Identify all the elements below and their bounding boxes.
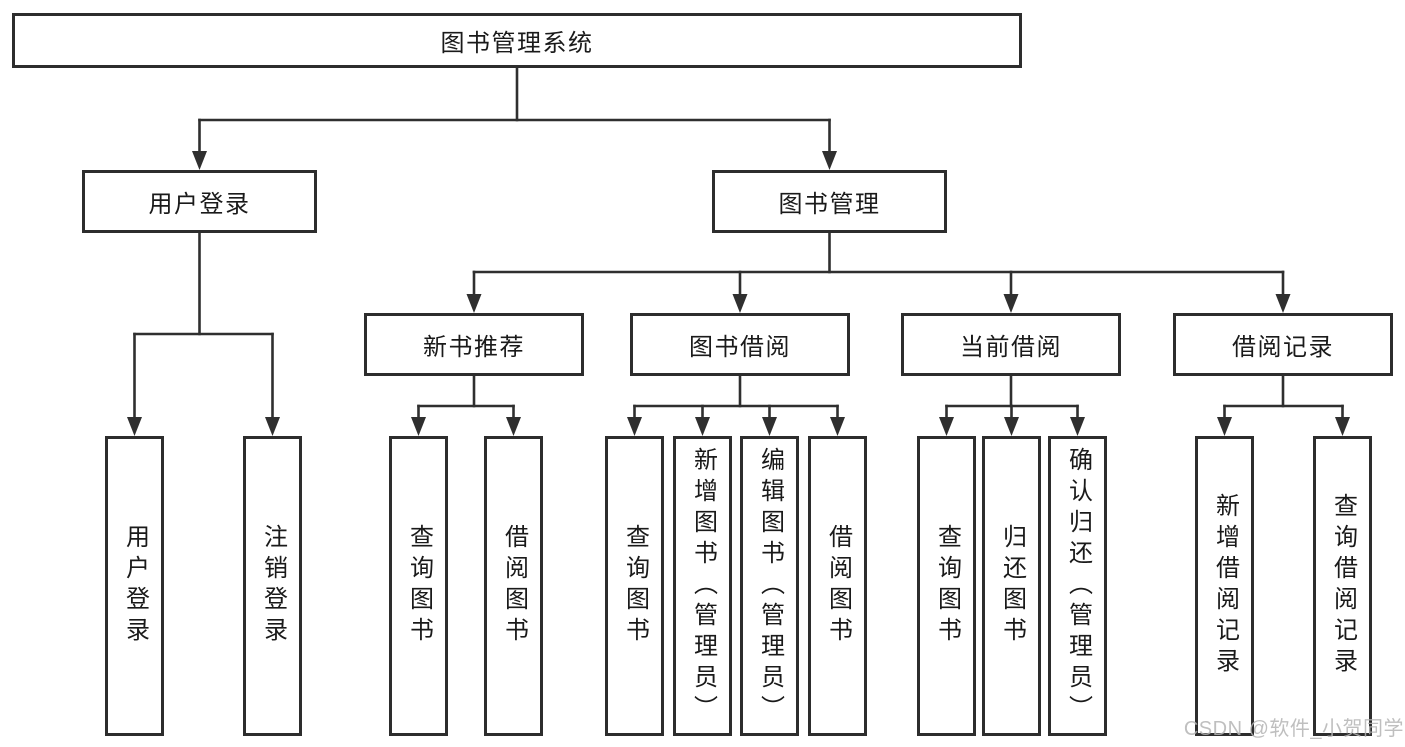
leaf-user-login: 用户登录 xyxy=(105,436,164,736)
leaf-current-confirm-return-admin: 确认归还（管理员） xyxy=(1048,436,1107,736)
leaf-current-return-book: 归还图书 xyxy=(982,436,1041,736)
node-label: 查询图书 xyxy=(933,524,961,648)
node-label: 借阅记录 xyxy=(1232,334,1334,361)
csdn-watermark: CSDN @软件_小贺同学 xyxy=(1183,718,1404,740)
node-label: 新书推荐 xyxy=(423,334,525,361)
node-label: 查询借阅记录 xyxy=(1329,493,1357,679)
leaf-record-add-borrow-record: 新增借阅记录 xyxy=(1195,436,1254,736)
node-new-book-recommend: 新书推荐 xyxy=(364,313,584,376)
node-book-management: 图书管理 xyxy=(712,170,947,233)
node-root-library-system: 图书管理系统 xyxy=(12,13,1022,68)
node-label: 用户登录 xyxy=(148,191,251,218)
node-borrow-record: 借阅记录 xyxy=(1173,313,1393,376)
node-label: 图书管理 xyxy=(778,191,881,218)
node-book-borrow: 图书借阅 xyxy=(630,313,850,376)
node-user-login: 用户登录 xyxy=(82,170,317,233)
node-label: 归还图书 xyxy=(998,524,1026,648)
node-label: 确认归还（管理员） xyxy=(1064,446,1092,726)
node-label: 当前借阅 xyxy=(960,334,1062,361)
leaf-borrow-add-book-admin: 新增图书（管理员） xyxy=(673,436,732,736)
node-label: 借阅图书 xyxy=(500,524,528,648)
leaf-borrow-query-book: 查询图书 xyxy=(605,436,664,736)
node-label: 图书借阅 xyxy=(689,334,791,361)
leaf-borrow-edit-book-admin: 编辑图书（管理员） xyxy=(740,436,799,736)
node-label: 用户登录 xyxy=(121,524,149,648)
node-label: 图书管理系统 xyxy=(440,30,594,57)
node-label: 查询图书 xyxy=(405,524,433,648)
leaf-logout-login: 注销登录 xyxy=(243,436,302,736)
leaf-recommend-query-book: 查询图书 xyxy=(389,436,448,736)
leaf-borrow-borrow-book: 借阅图书 xyxy=(808,436,867,736)
leaf-current-query-book: 查询图书 xyxy=(917,436,976,736)
leaf-recommend-borrow-book: 借阅图书 xyxy=(484,436,543,736)
node-label: 查询图书 xyxy=(621,524,649,648)
node-label: 注销登录 xyxy=(259,524,287,648)
node-label: 编辑图书（管理员） xyxy=(756,446,784,726)
node-label: 新增借阅记录 xyxy=(1211,493,1239,679)
node-label: 新增图书（管理员） xyxy=(689,446,717,726)
leaf-record-query-borrow-record: 查询借阅记录 xyxy=(1313,436,1372,736)
node-label: 借阅图书 xyxy=(824,524,852,648)
node-current-borrow: 当前借阅 xyxy=(901,313,1121,376)
